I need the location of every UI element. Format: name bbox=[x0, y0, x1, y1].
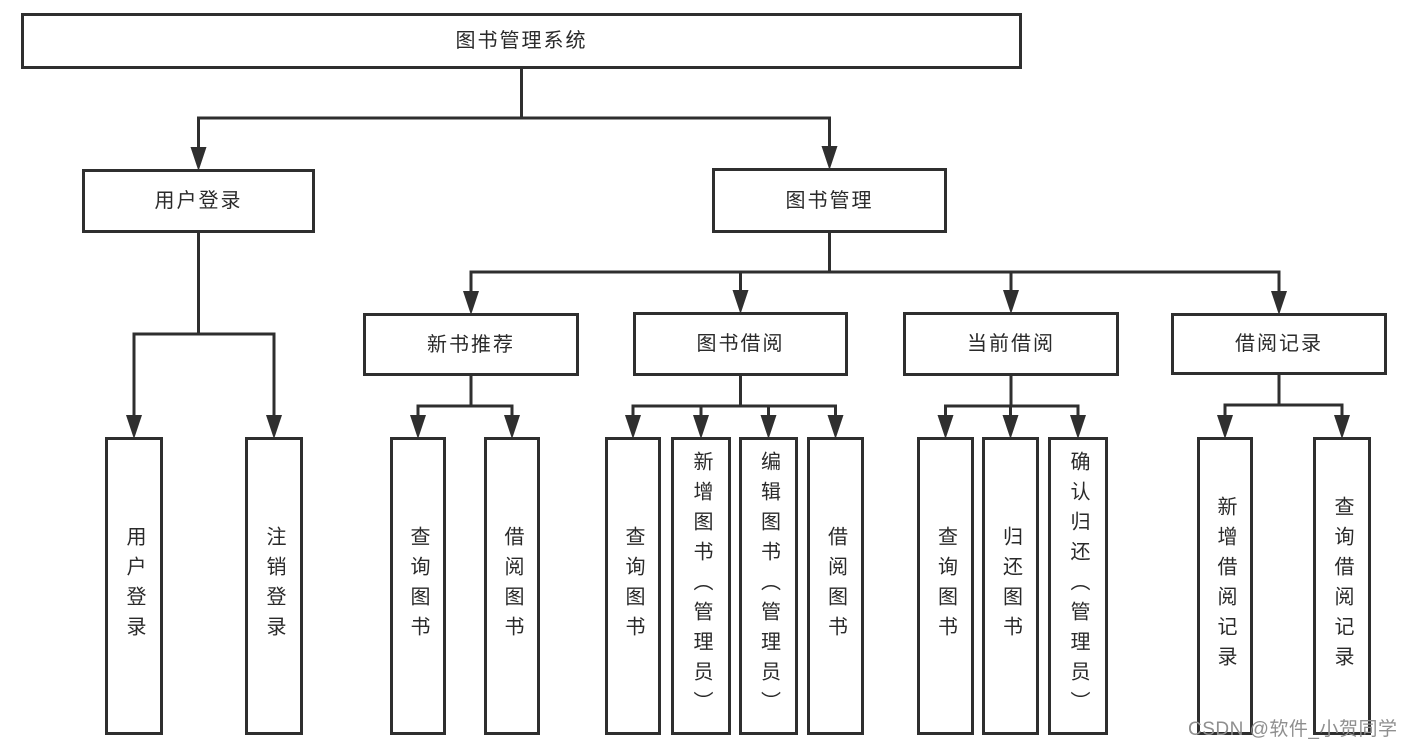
node-label: 图书管理系统 bbox=[455, 30, 588, 52]
node-v-user-login: 用户登录 bbox=[105, 437, 163, 735]
node-label: 查询图书 bbox=[622, 526, 644, 646]
node-label: 用户登录 bbox=[123, 526, 145, 646]
node-current-borrow: 当前借阅 bbox=[903, 312, 1119, 376]
node-v-add-borrow-record: 新增借阅记录 bbox=[1197, 437, 1253, 735]
node-label: 用户登录 bbox=[154, 190, 243, 212]
node-book-borrow: 图书借阅 bbox=[633, 312, 848, 376]
node-label: 当前借阅 bbox=[967, 333, 1055, 355]
node-label: 查询图书 bbox=[934, 526, 957, 646]
node-label: 新增图书（管理员） bbox=[690, 451, 712, 721]
node-book-mgmt: 图书管理 bbox=[712, 168, 947, 233]
watermark: CSDN @软件_小贺同学 bbox=[1188, 719, 1398, 740]
node-v-borrow-book-a: 借阅图书 bbox=[484, 437, 540, 735]
node-v-edit-book: 编辑图书（管理员） bbox=[739, 437, 798, 735]
node-v-query-borrow-record: 查询借阅记录 bbox=[1313, 437, 1371, 735]
node-v-add-book: 新增图书（管理员） bbox=[671, 437, 731, 735]
node-v-query-book-b: 查询图书 bbox=[605, 437, 661, 735]
node-v-confirm-return: 确认归还（管理员） bbox=[1048, 437, 1108, 735]
node-v-query-book-a: 查询图书 bbox=[390, 437, 446, 735]
node-label: 借阅图书 bbox=[501, 526, 523, 646]
node-v-return-book: 归还图书 bbox=[982, 437, 1039, 735]
node-label: 编辑图书（管理员） bbox=[757, 451, 780, 721]
node-borrow-records: 借阅记录 bbox=[1171, 313, 1387, 375]
node-v-query-book-c: 查询图书 bbox=[917, 437, 974, 735]
node-label: 确认归还（管理员） bbox=[1067, 451, 1089, 721]
node-label: 图书借阅 bbox=[696, 333, 785, 355]
node-label: 查询图书 bbox=[407, 526, 429, 646]
node-label: 图书管理 bbox=[785, 189, 874, 212]
node-new-book-rec: 新书推荐 bbox=[363, 313, 579, 376]
node-root: 图书管理系统 bbox=[21, 13, 1022, 69]
node-label: 新书推荐 bbox=[427, 333, 515, 356]
node-user-login: 用户登录 bbox=[82, 169, 315, 233]
node-label: 借阅记录 bbox=[1235, 333, 1323, 355]
node-label: 新增借阅记录 bbox=[1214, 496, 1236, 676]
node-v-borrow-book-b: 借阅图书 bbox=[807, 437, 864, 735]
node-label: 注销登录 bbox=[263, 526, 285, 646]
node-label: 查询借阅记录 bbox=[1331, 496, 1353, 676]
node-v-logout: 注销登录 bbox=[245, 437, 303, 735]
node-label: 借阅图书 bbox=[824, 526, 847, 646]
node-label: 归还图书 bbox=[999, 526, 1022, 646]
